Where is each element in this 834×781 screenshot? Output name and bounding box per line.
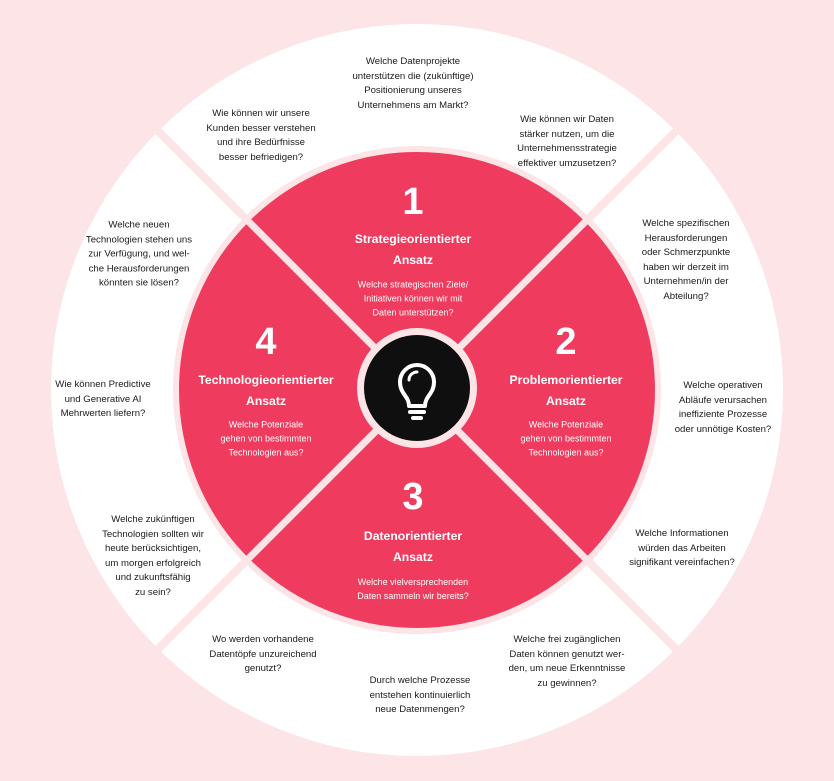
- center-circle: [364, 335, 470, 441]
- sector-3-title: Datenorientierter Ansatz: [363, 529, 463, 564]
- outer-question-top-right: Wie können wir Daten stärker nutzen, um …: [517, 113, 617, 169]
- outer-question-left-3: Welche zukünftigen Technologien sollten …: [102, 514, 204, 599]
- outer-question-bottom: Durch welche Prozesse entstehen kontinui…: [369, 675, 471, 716]
- sector-2-title: Problemorientierter Ansatz: [509, 373, 623, 408]
- outer-question-top-left: Wie können wir unsere Kunden besser vers…: [206, 107, 316, 163]
- outer-question-right-2: Welche operativen Abläufe verursachen in…: [674, 379, 772, 435]
- sector-4-title: Technologieorientierter Ansatz: [198, 373, 334, 408]
- sector-4-number: 4: [255, 321, 277, 363]
- sector-2-number: 2: [555, 321, 577, 363]
- sector-3-question: Welche vielversprechenden Daten sammeln …: [357, 576, 469, 601]
- outer-question-left-2: Wie können Predictive und Generative AI …: [55, 379, 151, 420]
- sector-1-number: 1: [402, 181, 424, 223]
- outer-question-left-1: Welche neuen Technologien stehen uns zur…: [85, 219, 193, 289]
- outer-question-bottom-left: Wo werden vorhandene Datentöpfe unzureic…: [209, 634, 317, 675]
- sector-3-number: 3: [402, 476, 424, 518]
- sector-1-question: Welche strategischen Ziele/ Initiativen …: [357, 279, 469, 319]
- sector-1-title: Strategieorientierter Ansatz: [354, 232, 472, 267]
- outer-question-right-1: Welche spezifischen Herausforderungen od…: [641, 218, 731, 303]
- outer-question-bottom-right: Welche frei zugänglichen Daten können ge…: [508, 633, 626, 689]
- lightbulb-icon: [398, 363, 436, 420]
- sector-4-question: Welche Potenziale gehen von bestimmten T…: [220, 419, 312, 459]
- outer-question-top: Welche Datenprojekte unterstützen die (z…: [352, 55, 474, 111]
- outer-question-right-3: Welche Informationen würden das Arbeiten…: [629, 528, 735, 569]
- sector-2-question: Welche Potenziale gehen von bestimmten T…: [520, 419, 612, 459]
